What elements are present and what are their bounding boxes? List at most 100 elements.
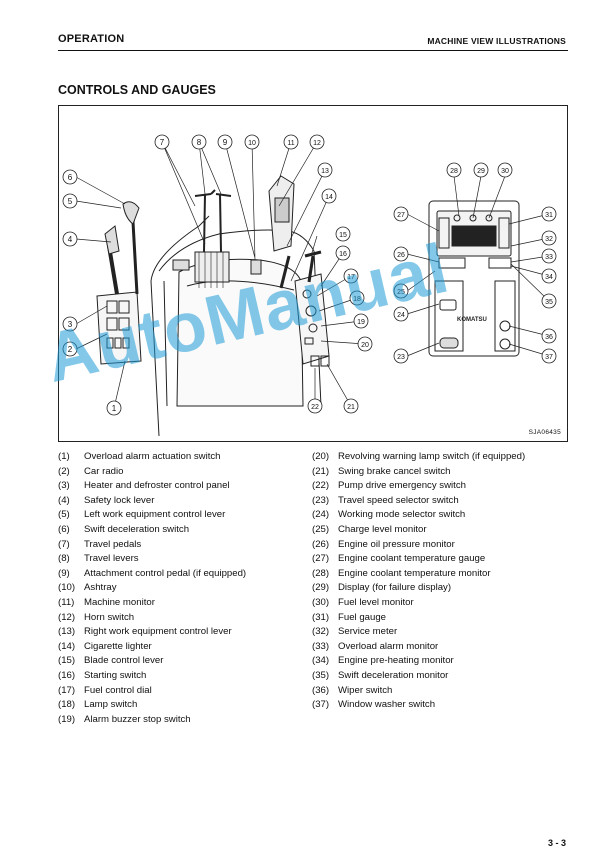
callout-23: 23 [393, 348, 409, 364]
callout-34: 34 [541, 268, 557, 284]
svg-text:5: 5 [68, 197, 73, 206]
legend-number: (28) [312, 567, 330, 579]
legend-item: (20)Revolving warning lamp switch (if eq… [312, 450, 525, 465]
legend-label: Travel pedals [84, 538, 142, 550]
legend-item: (14) Cigarette lighter [58, 640, 246, 655]
legend-number: (15) [58, 655, 76, 667]
legend-label: Wiper switch [338, 684, 393, 696]
legend-item: (27) Engine coolant temperature gauge [312, 552, 525, 567]
legend-label: Revolving warning lamp switch (if equipp… [338, 451, 526, 462]
legend-item: (22)Pump drive emergency switch [312, 479, 525, 494]
legend-label: Starting switch [84, 669, 147, 681]
svg-text:12: 12 [313, 140, 321, 147]
legend-number: (30) [312, 596, 330, 608]
legend-item: (4) Safety lock lever [58, 494, 246, 509]
legend-number: (27) [312, 553, 330, 565]
callout-10: 10 [244, 134, 260, 150]
legend-number: (21) [312, 465, 330, 477]
svg-text:15: 15 [339, 232, 347, 239]
legend-left: (1) Overload alarm actuation switch (2) Car… [58, 450, 246, 727]
legend-label: Overload alarm actuation switch [84, 451, 221, 462]
legend-label: Blade control lever [84, 655, 164, 667]
callout-35: 35 [541, 293, 557, 309]
svg-text:7: 7 [160, 138, 165, 147]
legend-label: Safety lock lever [84, 494, 155, 506]
legend-right: (20)Revolving warning lamp switch (if eq… [312, 450, 525, 713]
legend-label: Cigarette lighter [84, 640, 152, 652]
svg-text:18: 18 [353, 296, 361, 303]
svg-text:29: 29 [477, 168, 485, 175]
legend-label: Fuel gauge [338, 611, 387, 623]
legend-item: (32)Service meter [312, 625, 525, 640]
legend-item: (2) Car radio [58, 465, 246, 480]
legend-item: (5)Left work equipment control lever [58, 508, 246, 523]
legend-number: (23) [312, 494, 330, 506]
legend-item: (1) Overload alarm actuation switch [58, 450, 246, 465]
legend-number: (4) [58, 494, 70, 506]
legend-label: Machine monitor [84, 596, 155, 608]
legend-number: (36) [312, 684, 330, 696]
legend-item: (16)Starting switch [58, 669, 246, 684]
legend-item: (15) Blade control lever [58, 654, 246, 669]
legend-label: Engine pre-heating monitor [338, 655, 454, 667]
svg-text:26: 26 [397, 252, 405, 259]
legend-number: (18) [58, 699, 76, 711]
svg-text:14: 14 [325, 194, 333, 201]
legend-number: (2) [58, 465, 70, 477]
legend-number: (12) [58, 611, 76, 623]
legend-item: (25)Charge level monitor [312, 523, 525, 538]
legend-item: (34)Engine pre-heating monitor [312, 654, 525, 669]
svg-text:19: 19 [357, 319, 365, 326]
legend-item: (36) Wiper switch [312, 684, 525, 699]
svg-text:16: 16 [339, 251, 347, 258]
legend-number: (8) [58, 553, 70, 565]
figure-code: SJA06435 [528, 429, 561, 436]
legend-label: Attachment control pedal (if equipped) [84, 567, 247, 579]
legend-item: (9)Attachment control pedal (if equipped… [58, 567, 246, 582]
legend-number: (1) [58, 451, 70, 462]
legend-label: Working mode selector switch [338, 509, 466, 521]
legend-label: Alarm buzzer stop switch [84, 713, 191, 725]
legend-label: Overload alarm monitor [338, 640, 439, 652]
callout-30: 30 [497, 162, 513, 178]
callout-19: 19 [353, 313, 369, 329]
legend-item: (18)Lamp switch [58, 698, 246, 713]
callout-12: 12 [309, 134, 325, 150]
legend-number: (14) [58, 640, 76, 652]
legend-item: (19)Alarm buzzer stop switch [58, 713, 246, 728]
legend-label: Travel levers [84, 553, 139, 565]
header-section: OPERATION [58, 33, 125, 45]
svg-text:6: 6 [68, 173, 73, 182]
svg-text:9: 9 [223, 138, 228, 147]
callout-33: 33 [541, 248, 557, 264]
legend-label: Engine oil pressure monitor [338, 538, 455, 550]
legend-item: (26)Engine oil pressure monitor [312, 538, 525, 553]
header-rule [58, 50, 568, 51]
svg-text:35: 35 [545, 299, 553, 306]
legend-item: (23)Travel speed selector switch [312, 494, 525, 509]
callout-15: 15 [335, 226, 351, 242]
legend-item: (7)Travel pedals [58, 538, 246, 553]
svg-text:8: 8 [197, 138, 202, 147]
legend-item: (31)Fuel gauge [312, 611, 525, 626]
callout-9: 9 [217, 134, 233, 150]
legend-label: Swift deceleration switch [84, 523, 190, 535]
legend-label: Right work equipment control lever [84, 626, 232, 638]
legend-label: Charge level monitor [338, 523, 427, 535]
legend-label: Horn switch [84, 611, 135, 623]
callout-21: 21 [343, 398, 359, 414]
svg-text:13: 13 [321, 168, 329, 175]
callout-14: 14 [321, 188, 337, 204]
legend-label: Engine coolant temperature gauge [338, 553, 486, 565]
legend-number: (17) [58, 684, 76, 696]
legend-item: (11)Machine monitor [58, 596, 246, 611]
legend-item: (3)Heater and defroster control panel [58, 479, 246, 494]
legend-label: Left work equipment control lever [84, 509, 226, 521]
callout-25: 25 [393, 283, 409, 299]
svg-text:3: 3 [68, 320, 73, 329]
legend-item: (12) Horn switch [58, 611, 246, 626]
svg-text:31: 31 [545, 212, 553, 219]
legend-label: Car radio [84, 465, 124, 477]
legend-label: Swift deceleration monitor [338, 669, 449, 681]
